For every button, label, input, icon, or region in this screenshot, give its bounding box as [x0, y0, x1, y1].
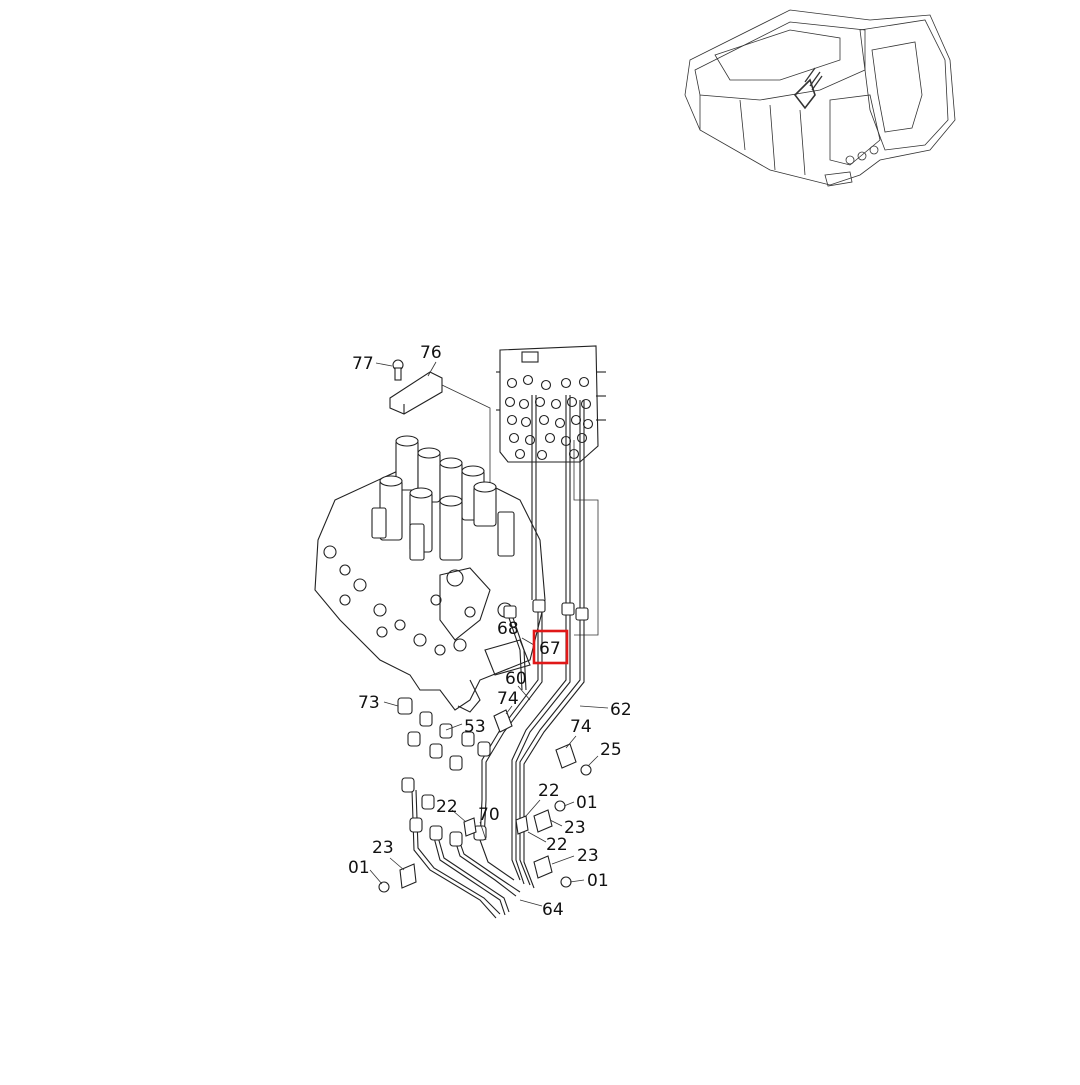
callout-60: 60 [505, 669, 527, 689]
callout-68: 68 [497, 619, 519, 639]
callout-74: 74 [497, 689, 519, 709]
callout-25: 25 [600, 740, 622, 760]
callout-23-left: 23 [372, 838, 394, 858]
callout-01-lower: 01 [587, 871, 609, 891]
callout-77: 77 [352, 354, 374, 374]
callout-22-lower: 22 [546, 835, 568, 855]
excavator-overview-thumbnail [684, 9, 956, 187]
callout-70: 70 [478, 805, 500, 825]
clamps-and-bolts [378, 709, 592, 893]
callout-53: 53 [464, 717, 486, 737]
highlight-box-part-67 [532, 629, 569, 665]
pipe-fittings [503, 599, 589, 621]
callout-01: 01 [576, 793, 598, 813]
pilot-manifold-block [496, 345, 606, 463]
callout-73: 73 [358, 693, 380, 713]
callout-labels: 77 76 68 67 60 74 62 73 53 74 25 22 70 2… [348, 343, 632, 920]
callout-64: 64 [542, 900, 564, 920]
callout-22-upper: 22 [538, 781, 560, 801]
callout-74-lower: 74 [570, 717, 592, 737]
callout-23: 23 [564, 818, 586, 838]
pilot-lines [531, 395, 599, 636]
leader-lines [369, 637, 609, 907]
bolt-77 [392, 359, 404, 381]
control-valve-body [314, 435, 546, 713]
callout-76: 76 [420, 343, 442, 363]
callout-67: 67 [539, 639, 561, 659]
callout-62: 62 [610, 700, 632, 720]
callout-22: 22 [436, 797, 458, 817]
callout-23-lower: 23 [577, 846, 599, 866]
callout-01-left: 01 [348, 858, 370, 878]
